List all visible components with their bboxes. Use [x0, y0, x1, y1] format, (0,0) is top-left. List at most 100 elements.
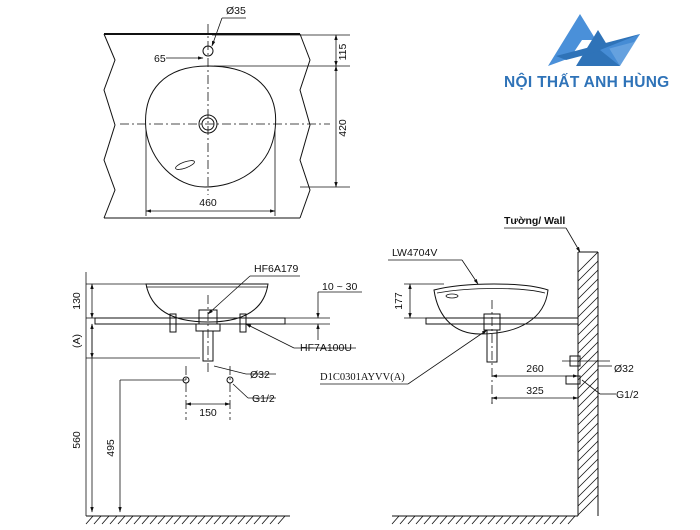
label-waste: HF6A179: [254, 263, 299, 275]
hatch-line: [431, 515, 440, 525]
label-fixing: HF7A100U: [300, 342, 352, 354]
hatch-line: [399, 515, 408, 525]
side-view: [320, 227, 616, 517]
hatch-line: [577, 395, 599, 417]
hatch-line: [447, 515, 456, 525]
top-view: [103, 17, 350, 219]
hatch-line: [577, 440, 599, 462]
hatch-line: [577, 296, 599, 318]
wall-hatch: [577, 251, 599, 516]
dim-side-thread: G1/2: [616, 389, 639, 401]
hatch-line: [133, 515, 142, 525]
hatch-line: [519, 515, 528, 525]
hatch-line: [93, 515, 102, 525]
hatch-line: [551, 515, 560, 525]
dim-hole-dia: Ø35: [226, 5, 246, 17]
dim-outlet: 260: [526, 363, 544, 375]
brand-logo: [548, 14, 640, 66]
hatch-line: [577, 368, 599, 390]
hatch-line: [577, 260, 599, 282]
hatch-line: [577, 350, 599, 372]
hatch-line: [101, 515, 110, 525]
hatch-line: [221, 515, 230, 525]
hatch-line: [577, 305, 599, 327]
hatch-line: [527, 515, 536, 525]
dim-side-pipe-dia: Ø32: [614, 363, 634, 375]
hatch-line: [109, 515, 118, 525]
label-basin: LW4704V: [392, 247, 437, 259]
hatch-line: [495, 515, 504, 525]
dim-hole-offset: 65: [154, 53, 166, 65]
dim-basin-height: 130: [71, 292, 83, 310]
dim-floor-to-pipe: 495: [105, 439, 117, 457]
hatch-line: [173, 515, 182, 525]
dim-thread: G1/2: [252, 393, 275, 405]
hatch-line: [577, 422, 599, 444]
hatch-line: [165, 515, 174, 525]
dim-floor-to-counter: 560: [71, 431, 83, 449]
hatch-line: [577, 251, 599, 273]
dim-pipe-dia: Ø32: [250, 369, 270, 381]
hatch-line: [535, 515, 544, 525]
hatch-line: [543, 515, 552, 525]
hatch-line: [503, 515, 512, 525]
hatch-line: [577, 323, 599, 345]
front-view: [85, 272, 362, 517]
hatch-line: [577, 278, 599, 300]
hatch-line: [213, 515, 222, 525]
brand-name: NỘI THẤT ANH HÙNG: [504, 74, 670, 91]
hatch-line: [511, 515, 520, 525]
hatch-line: [407, 515, 416, 525]
hatch-line: [577, 494, 599, 516]
hatch-line: [577, 269, 599, 291]
hatch-line: [237, 515, 246, 525]
hatch-line: [181, 515, 190, 525]
hatch-line: [577, 467, 599, 489]
dim-width: 460: [199, 197, 217, 209]
hatch-line: [577, 485, 599, 507]
hatch-line: [577, 413, 599, 435]
hatch-line: [577, 287, 599, 309]
hatch-line: [567, 515, 576, 525]
hatch-line: [559, 515, 568, 525]
front-floor-hatch: [85, 515, 286, 525]
hatch-line: [157, 515, 166, 525]
dim-side-depth: 325: [526, 385, 544, 397]
hatch-line: [487, 515, 496, 525]
hatch-line: [577, 359, 599, 381]
hatch-line: [189, 515, 198, 525]
hatch-line: [577, 332, 599, 354]
hatch-line: [577, 386, 599, 408]
hatch-line: [253, 515, 262, 525]
dim-spacing: 150: [199, 407, 217, 419]
hatch-line: [269, 515, 278, 525]
hatch-line: [463, 515, 472, 525]
hatch-line: [85, 515, 94, 525]
hatch-line: [415, 515, 424, 525]
hatch-line: [471, 515, 480, 525]
dim-counter-thickness: 10 ~ 30: [322, 281, 357, 293]
hatch-line: [577, 449, 599, 471]
hatch-line: [455, 515, 464, 525]
hatch-line: [245, 515, 254, 525]
hatch-line: [577, 476, 599, 498]
hatch-line: [577, 377, 599, 399]
wall-label: Tường/ Wall: [504, 215, 565, 227]
label-trap: D1C0301AYVV(A): [320, 372, 405, 383]
hatch-line: [197, 515, 206, 525]
hatch-line: [229, 515, 238, 525]
hatch-line: [391, 515, 400, 525]
dim-side-height: 177: [393, 292, 405, 310]
hatch-line: [439, 515, 448, 525]
dim-a: (A): [71, 334, 83, 348]
hatch-line: [205, 515, 214, 525]
side-floor-hatch: [391, 515, 576, 525]
dim-hole-to-edge: 115: [337, 43, 349, 60]
hatch-line: [261, 515, 270, 525]
hatch-line: [577, 458, 599, 480]
hatch-line: [577, 314, 599, 336]
hatch-line: [479, 515, 488, 525]
hatch-line: [125, 515, 134, 525]
hatch-line: [577, 341, 599, 363]
